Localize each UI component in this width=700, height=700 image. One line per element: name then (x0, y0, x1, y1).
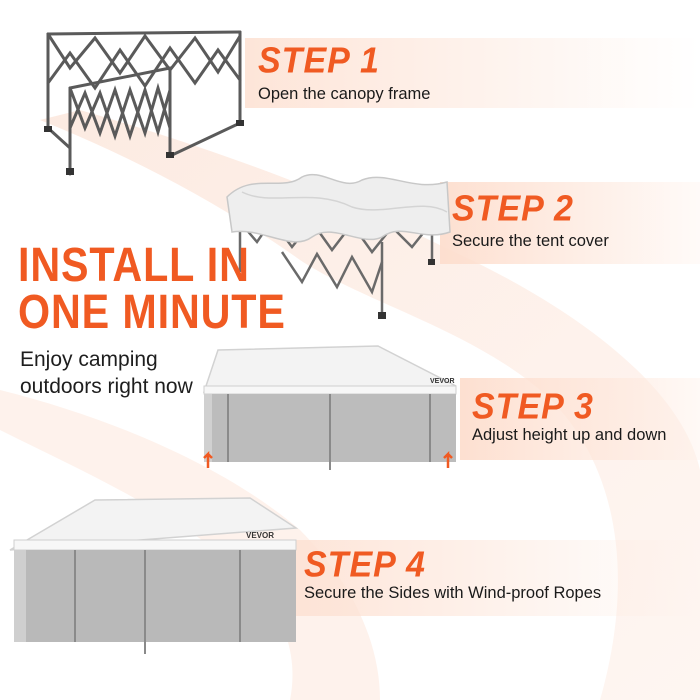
step-2-band (440, 182, 700, 264)
step-4-band (290, 540, 700, 616)
frame-illustration (44, 30, 244, 176)
vevor-logo-large: VEVOR (246, 531, 274, 540)
large-canopy-illustration: VEVOR (9, 497, 299, 654)
step-1-description: Open the canopy frame (258, 85, 431, 103)
canopy-walls-illustration: VEVOR (202, 345, 457, 470)
step-2-description: Secure the tent cover (452, 232, 609, 250)
step-3-title: STEP 3 (472, 387, 594, 427)
step-4-title: STEP 4 (304, 545, 426, 585)
step-3-band (460, 378, 700, 460)
vevor-logo-small: VEVOR (430, 378, 455, 385)
subline-1: Enjoy camping (20, 348, 158, 371)
headline-line-2: ONE MINUTE (18, 286, 286, 339)
headline-line-1: INSTALL IN (18, 239, 250, 292)
step-3-description: Adjust height up and down (472, 426, 667, 444)
height-arrow-icon (203, 450, 453, 468)
covered-frame-illustration (226, 173, 451, 319)
subline-2: outdoors right now (20, 375, 193, 398)
step-4-description: Secure the Sides with Wind-proof Ropes (304, 584, 602, 602)
step-2-title: STEP 2 (452, 189, 574, 229)
step-1-band (245, 38, 700, 108)
step-1-title: STEP 1 (258, 41, 380, 81)
